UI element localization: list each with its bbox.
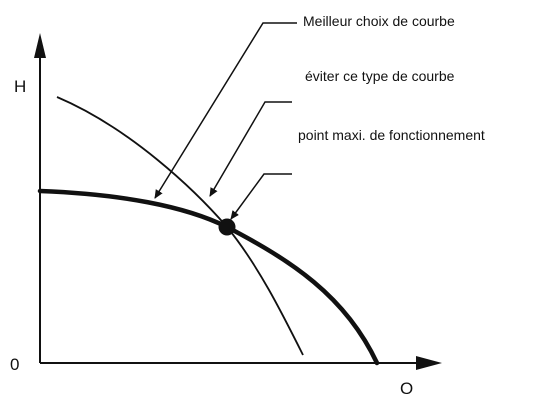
y-axis-arrowhead — [34, 33, 46, 58]
steep-curve — [56, 96, 304, 356]
best-curve-leader — [154, 22, 297, 199]
best-curve-label: Meilleur choix de courbe — [303, 13, 455, 29]
origin-label: 0 — [10, 355, 19, 374]
x-axis-arrowhead — [416, 356, 442, 370]
flat-curve — [37, 188, 380, 366]
avoid-curve-leader — [209, 101, 292, 197]
max-operating-point — [218, 218, 236, 236]
avoid-curve-label: éviter ce type de courbe — [305, 68, 455, 84]
x-axis-label: Q — [400, 379, 413, 394]
max-point-label: point maxi. de fonctionnement — [298, 127, 485, 143]
y-axis-label: H — [14, 77, 26, 96]
max-point-leader — [230, 173, 292, 220]
